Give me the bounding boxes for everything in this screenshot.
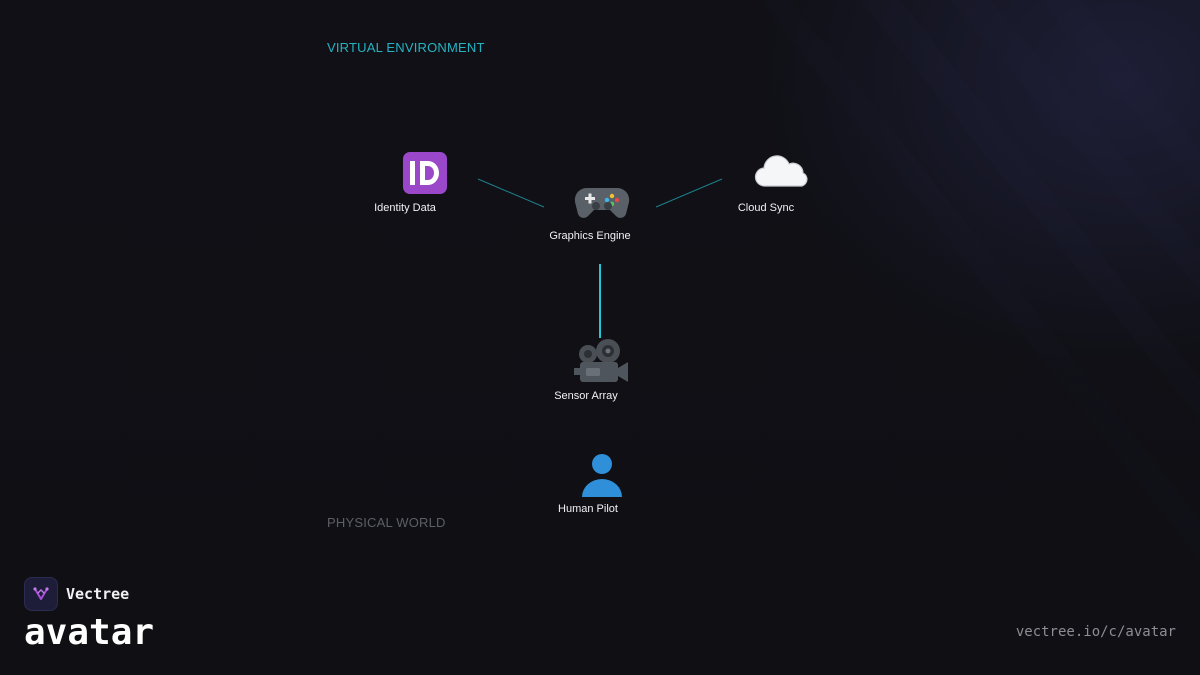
vectree-logo-icon — [24, 577, 58, 611]
id-badge-icon — [403, 152, 447, 194]
game-controller-icon — [574, 188, 630, 218]
zone-label-virtual-environment: VIRTUAL ENVIRONMENT — [327, 40, 485, 55]
node-human-pilot[interactable]: Human Pilot — [518, 449, 658, 515]
cloud-icon — [754, 155, 808, 187]
person-icon — [582, 454, 622, 497]
brand-name: Vectree — [66, 585, 130, 603]
node-sensor-array[interactable]: Sensor Array — [516, 336, 656, 402]
page-title: avatar — [24, 612, 155, 653]
node-label: Identity Data — [374, 202, 436, 214]
node-label: Human Pilot — [558, 503, 618, 515]
node-label: Cloud Sync — [737, 202, 795, 214]
node-graphics-engine[interactable]: Graphics Engine — [520, 176, 660, 242]
node-label: Graphics Engine — [549, 230, 631, 242]
video-camera-icon — [574, 339, 628, 382]
edge-identity-to-graphics — [477, 178, 545, 208]
zone-label-physical-world: PHYSICAL WORLD — [327, 515, 446, 530]
page-url[interactable]: vectree.io/c/avatar — [1015, 624, 1176, 640]
node-identity-data[interactable]: Identity Data — [340, 148, 480, 214]
node-label: Sensor Array — [554, 390, 618, 402]
node-cloud-sync[interactable]: Cloud Sync — [696, 148, 836, 214]
edge-cloud-to-graphics — [655, 178, 723, 208]
brand[interactable]: Vectree — [24, 577, 129, 611]
